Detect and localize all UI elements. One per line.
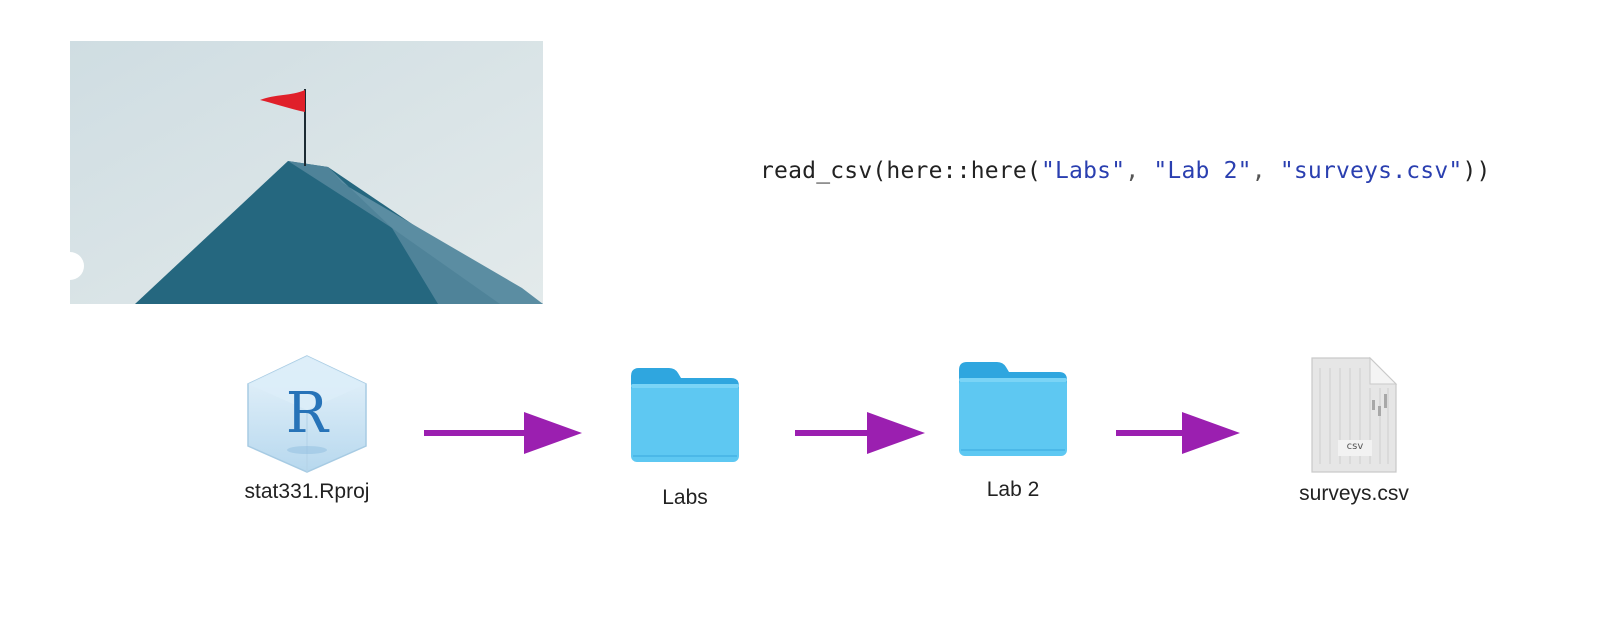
folder-icon [959,362,1067,456]
rproj-file-icon: R [247,355,367,473]
csv-file-icon [1311,356,1398,473]
red-flag-icon [260,90,305,112]
code-arg-labs: "Labs" [1040,158,1126,184]
code-arg-surveys: "surveys.csv" [1279,158,1463,184]
arrow-right-icon [1116,412,1240,454]
mountain-ridge [328,167,543,304]
path-node-label: Labs [662,486,708,509]
edge-notch [70,252,84,280]
arrow-right-icon [424,412,582,454]
read-csv-code: read_csv(here::here("Labs", "Lab 2", "su… [760,158,1491,184]
arrow-right-icon [795,412,925,454]
path-node-surveys-csv[interactable]: csv surveys.csv [1299,354,1409,524]
mountain-peak-image [70,41,543,304]
mountain-illustration [70,41,543,304]
code-separator: , [1125,158,1154,184]
code-function: read_csv(here::here( [760,158,1041,184]
csv-badge-label: csv [1346,441,1364,452]
path-node-label: Lab 2 [986,478,1040,501]
path-node-rproj[interactable]: R stat331.Rproj [244,354,370,524]
code-separator: , [1251,158,1280,184]
mountain-shadow-face [135,161,480,304]
path-node-label: stat331.Rproj [244,480,370,503]
path-node-lab2-folder[interactable]: Lab 2 [955,356,1071,516]
path-node-label: surveys.csv [1299,482,1409,505]
path-node-labs-folder[interactable]: Labs [627,362,743,522]
folder-icon [631,368,739,462]
code-arg-lab2: "Lab 2" [1153,158,1252,184]
code-close-parens: )) [1462,158,1491,184]
svg-text:R: R [286,381,330,446]
